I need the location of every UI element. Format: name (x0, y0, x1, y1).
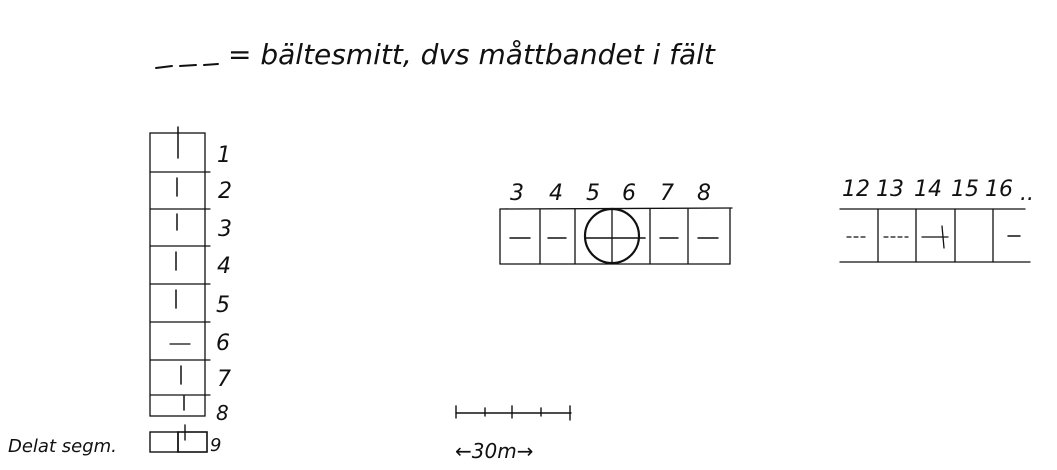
segment-number: 1 (217, 143, 231, 168)
segment-number: 5 (586, 181, 600, 206)
split-segment-box (177, 431, 208, 453)
segment-row-middle (499, 207, 733, 265)
split-segment-box (149, 431, 179, 453)
segment-numbers: 1 2 3 4 5 6 7 8 (216, 143, 232, 425)
segment-number: 8 (697, 181, 711, 206)
legend-dash (155, 65, 173, 69)
scale-label: ←30m→ (455, 439, 533, 463)
segment-number: 15 (951, 177, 979, 202)
segment-number: 16 (985, 177, 1013, 202)
legend-dash (179, 64, 197, 67)
ellipsis: .. (1020, 181, 1034, 206)
segment-number: 12 (842, 177, 870, 202)
segment-number: 4 (549, 181, 563, 206)
split-segment: Delat segm. 9 (8, 424, 221, 457)
scale-bar: ←30m→ (455, 405, 572, 463)
segment-row-right (839, 208, 1031, 263)
segment-column-outline (149, 132, 206, 417)
midline-tick (941, 225, 945, 249)
segment-number: 6 (622, 181, 636, 206)
segment-number: 3 (510, 181, 524, 206)
segment-number: 3 (218, 217, 232, 242)
legend-dash (203, 63, 219, 66)
segment-number: 7 (660, 181, 674, 206)
segment-number: 4 (217, 254, 231, 279)
segment-number: 7 (217, 367, 231, 392)
legend-text: = bältesmitt, dvs måttbandet i fält (228, 38, 716, 71)
segment-column (149, 126, 211, 417)
segment-number: 13 (876, 177, 904, 202)
highlight-circle (583, 207, 641, 265)
segment-number: 14 (914, 177, 942, 202)
mid-numbers: 3 4 5 6 7 8 (510, 181, 711, 206)
segment-number: 5 (216, 293, 230, 318)
segment-number: 8 (216, 401, 229, 425)
right-numbers: 12 13 14 15 16 .. (842, 177, 1034, 206)
legend: = bältesmitt, dvs måttbandet i fält (155, 38, 716, 71)
segment-number: 2 (218, 179, 232, 204)
segment-number: 6 (216, 331, 230, 356)
split-segment-number: 9 (210, 435, 221, 456)
split-segment-label: Delat segm. (8, 436, 117, 457)
